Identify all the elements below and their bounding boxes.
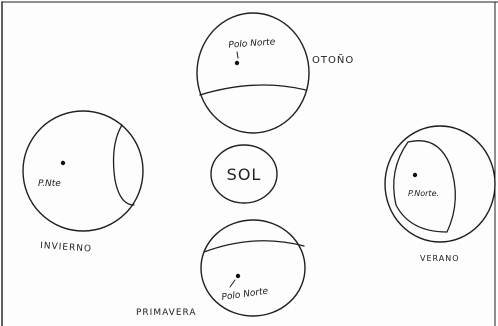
earth-otono: Polo Norte OTOÑO — [197, 13, 354, 133]
earth-verano-dark-hemisphere — [394, 141, 456, 232]
earth-otono-terminator — [200, 85, 306, 95]
earth-otono-season-label: OTOÑO — [312, 53, 354, 66]
earth-otono-pole-arrow — [237, 52, 238, 58]
earth-invierno-pole-label: P.Nte — [38, 179, 61, 189]
earth-primavera-pole-label: Polo Norte — [221, 286, 269, 302]
earth-primavera-season-label: PRIMAVERA — [136, 308, 197, 318]
earth-invierno-circle — [23, 111, 143, 231]
earth-invierno-terminator — [114, 125, 134, 205]
earth-primavera-pole-dot — [236, 274, 240, 278]
earth-primavera-pole-arrow — [230, 280, 235, 287]
earth-primavera-terminator — [204, 241, 304, 252]
sun: SOL — [211, 145, 277, 203]
earth-verano-pole-dot — [413, 173, 417, 177]
earth-invierno-pole-dot — [61, 161, 65, 165]
sun-label: SOL — [227, 165, 262, 184]
earth-verano-pole-label: P.Norte. — [408, 189, 439, 198]
earth-primavera: Polo Norte PRIMAVERA — [136, 220, 305, 318]
earth-invierno-season-label: INVIERNO — [40, 241, 93, 255]
earth-primavera-circle — [201, 220, 305, 316]
earth-verano: P.Norte. VERANO — [385, 126, 495, 263]
earth-invierno: P.Nte INVIERNO — [23, 111, 143, 255]
earth-verano-season-label: VERANO — [420, 254, 460, 263]
earth-verano-circle — [385, 126, 495, 242]
earth-otono-pole-label: Polo Norte — [228, 37, 276, 50]
earth-otono-pole-dot — [235, 61, 239, 65]
earth-otono-circle — [197, 13, 309, 133]
